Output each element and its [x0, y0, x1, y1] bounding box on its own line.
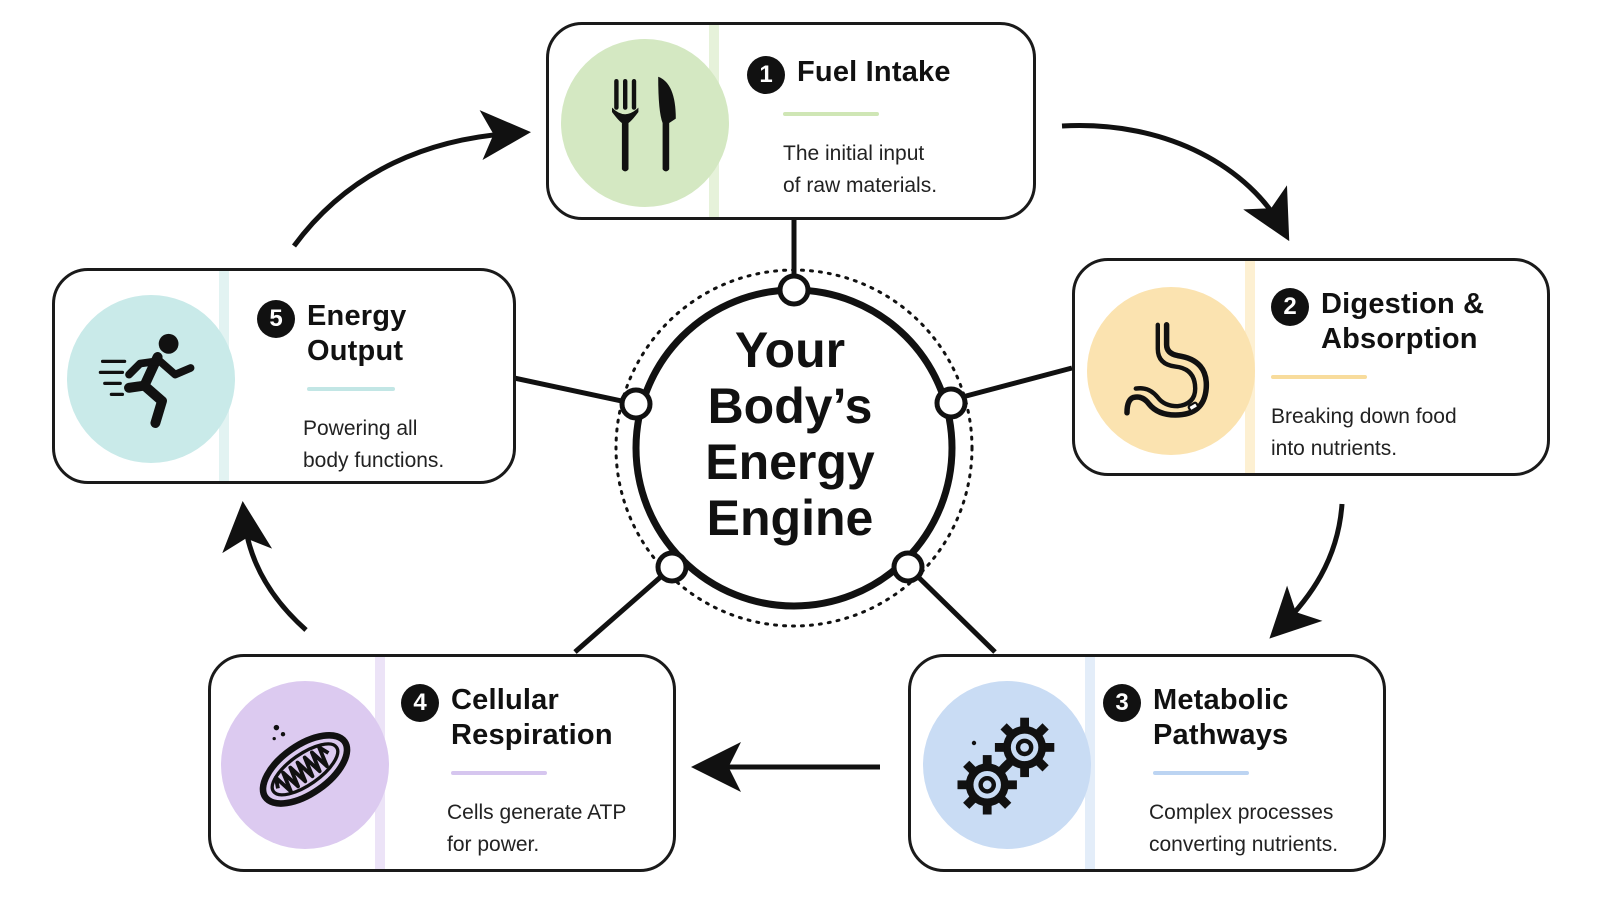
center-title-line: Energy: [705, 434, 875, 490]
card-title: Energy Output: [307, 299, 407, 369]
card-description: Powering all body functions.: [303, 413, 507, 477]
arrow-5-to-1: [291, 110, 531, 248]
step-card-energy-output: 5 Energy Output Powering all body functi…: [52, 268, 516, 484]
step-number-badge: 5: [257, 300, 295, 338]
icon-disc: [1087, 287, 1255, 455]
spoke-line-2: [950, 365, 1073, 403]
step-number-badge: 3: [1103, 684, 1141, 722]
card-description-line: The initial input: [783, 142, 925, 165]
card-description-line: of raw materials.: [783, 174, 938, 197]
card-title-row: 2 Digestion & Absorption: [1271, 287, 1541, 357]
card-description-line: into nutrients.: [1271, 437, 1398, 460]
card-text: 5 Energy Output Powering all body functi…: [257, 299, 507, 477]
mitochondria-icon: [259, 724, 351, 807]
step-number-badge: 2: [1271, 288, 1309, 326]
spoke-line-3: [906, 565, 997, 654]
card-title: Fuel Intake: [797, 55, 951, 90]
step-card-metabolic-pathways: 3 Metabolic Pathways Complex processes c…: [908, 654, 1386, 872]
card-description-line: converting nutrients.: [1149, 833, 1339, 856]
card-title: Cellular Respiration: [451, 683, 613, 753]
step-card-fuel-intake: 1 Fuel Intake The initial input of raw m…: [546, 22, 1036, 220]
card-title-line: Fuel Intake: [797, 56, 951, 88]
step-number-badge: 4: [401, 684, 439, 722]
hub-dotted-ring: [614, 268, 974, 628]
card-text: 1 Fuel Intake The initial input of raw m…: [747, 55, 1027, 202]
card-description: Breaking down food into nutrients.: [1271, 401, 1541, 465]
icon-disc: [561, 39, 729, 207]
card-underline: [451, 771, 547, 775]
center-title-line: Your: [734, 322, 846, 378]
card-underline: [783, 112, 879, 116]
card-title-line: Output: [307, 335, 404, 367]
card-title: Metabolic Pathways: [1153, 683, 1289, 753]
card-title-line: Metabolic: [1153, 684, 1289, 716]
card-description-line: Complex processes: [1149, 801, 1334, 824]
center-title: Your Body’s Energy Engine: [640, 322, 940, 546]
hub-node-5: [619, 387, 653, 421]
running-person-icon: [98, 333, 195, 428]
card-description-line: Cells generate ATP: [447, 801, 627, 824]
card-description-line: Breaking down food: [1271, 405, 1457, 428]
card-description: Cells generate ATP for power.: [447, 797, 671, 861]
card-title-row: 1 Fuel Intake: [747, 55, 1027, 94]
card-title-line: Respiration: [451, 719, 613, 751]
icon-disc: [221, 681, 389, 849]
card-title: Digestion & Absorption: [1321, 287, 1484, 357]
card-underline: [307, 387, 395, 391]
card-title-row: 3 Metabolic Pathways: [1103, 683, 1379, 753]
hub-node-4: [655, 550, 689, 584]
card-description: Complex processes converting nutrients.: [1149, 797, 1379, 861]
card-description-line: for power.: [447, 833, 540, 856]
fork-knife-icon: [612, 76, 676, 172]
card-title-row: 5 Energy Output: [257, 299, 507, 369]
card-text: 2 Digestion & Absorption Breaking down f…: [1271, 287, 1541, 465]
spoke-line-5: [513, 375, 637, 407]
stomach-icon: [1124, 322, 1209, 418]
card-title-row: 4 Cellular Respiration: [401, 683, 671, 753]
hub-node-2: [934, 386, 968, 420]
hub-node-3: [891, 550, 925, 584]
arrow-1-to-2: [1061, 123, 1290, 242]
card-title-line: Pathways: [1153, 719, 1289, 751]
card-underline: [1271, 375, 1367, 379]
card-title-line: Cellular: [451, 684, 559, 716]
arrow-2-to-3: [1269, 503, 1345, 639]
card-description-line: body functions.: [303, 449, 445, 472]
center-title-line: Body’s: [707, 378, 873, 434]
card-description: The initial input of raw materials.: [783, 138, 1027, 202]
card-title-line: Digestion &: [1321, 288, 1485, 320]
arrow-4-to-5: [222, 501, 308, 632]
step-card-digestion-absorption: 2 Digestion & Absorption Breaking down f…: [1072, 258, 1550, 476]
card-title-line: Absorption: [1321, 323, 1478, 355]
hub-node-1: [777, 273, 811, 307]
icon-disc: [923, 681, 1091, 849]
center-title-line: Engine: [706, 490, 874, 546]
icon-disc: [67, 295, 235, 463]
card-description-line: Powering all: [303, 417, 418, 440]
spoke-line-4: [573, 565, 674, 654]
card-underline: [1153, 771, 1249, 775]
card-title-line: Energy: [307, 300, 407, 332]
card-text: 3 Metabolic Pathways Complex processes c…: [1103, 683, 1379, 861]
step-card-cellular-respiration: 4 Cellular Respiration Cells generate AT…: [208, 654, 676, 872]
gears-icon: [957, 717, 1055, 815]
card-text: 4 Cellular Respiration Cells generate AT…: [401, 683, 671, 861]
step-number-badge: 1: [747, 56, 785, 94]
